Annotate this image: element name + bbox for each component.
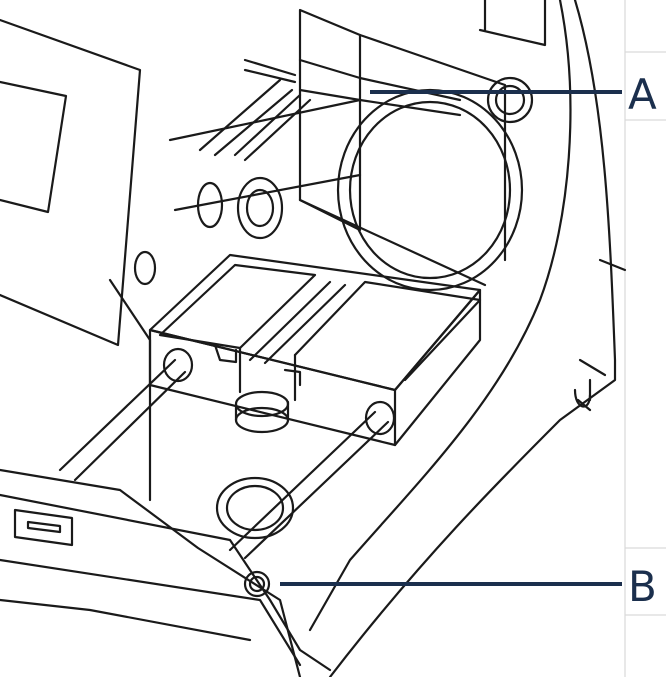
instrument-body [0, 0, 627, 677]
callout-b: B [280, 562, 657, 611]
callout-a-label: A [628, 70, 657, 119]
callout-a: A [370, 70, 657, 119]
callout-b-label: B [628, 562, 657, 611]
label-strip [624, 0, 666, 677]
